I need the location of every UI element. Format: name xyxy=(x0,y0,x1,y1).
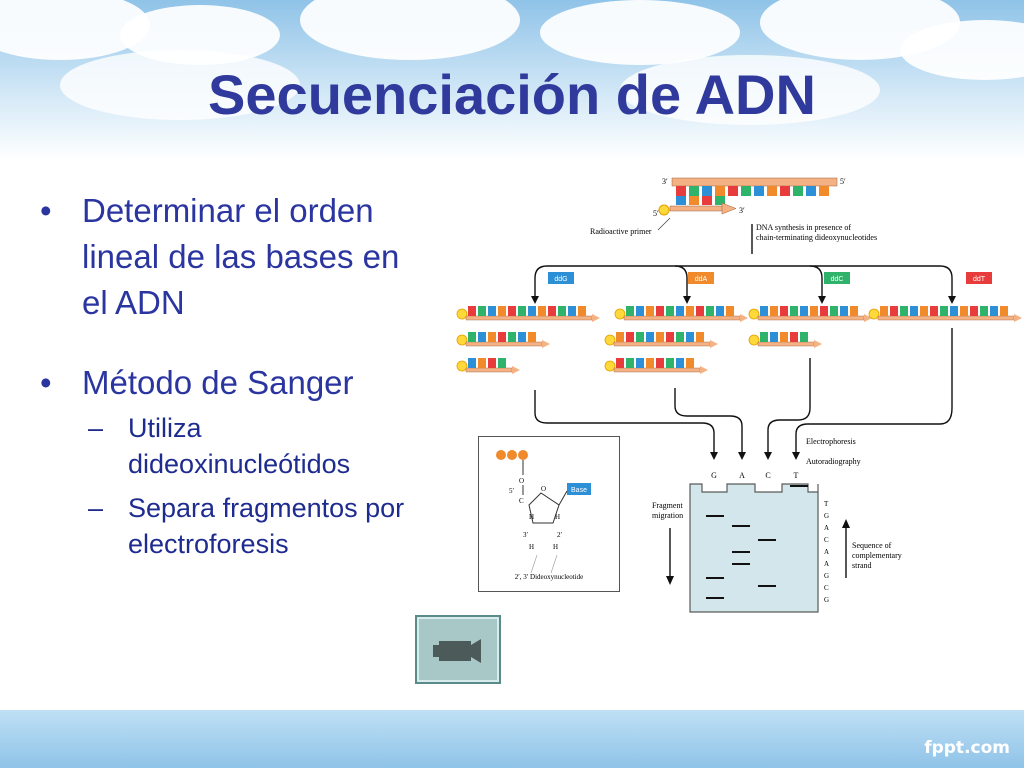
radioactive-primer-label: Radioactive primer xyxy=(590,227,652,236)
fragment-migration-label: migration xyxy=(652,511,683,520)
slide-title: Secuenciación de ADN xyxy=(208,63,816,126)
arrow-heads xyxy=(531,296,956,304)
footer-band: fppt.com xyxy=(0,710,1024,768)
bullet-dot-icon: • xyxy=(40,192,52,229)
svg-text:ddG: ddG xyxy=(554,276,567,283)
template-strand: 3′ 5′ 5′ 3′ Radioactive primer xyxy=(590,177,846,236)
bullet-dot-icon: • xyxy=(40,364,52,401)
fragment xyxy=(868,306,1022,322)
video-button[interactable] xyxy=(415,615,501,684)
svg-text:5′: 5′ xyxy=(509,487,515,495)
branch-arrows xyxy=(534,224,953,298)
svg-text:3′: 3′ xyxy=(662,177,668,186)
sanger-diagram: 3′ 5′ 5′ 3′ Radioactive primer DNA synth… xyxy=(456,177,1022,613)
fragment-migration-label: Fragment xyxy=(652,501,683,510)
dash-icon: – xyxy=(88,493,104,523)
sequence-letter: T xyxy=(824,500,829,508)
sub-bullet-item: – Utiliza dideoxinucleótidos xyxy=(40,410,420,482)
gel-arrows xyxy=(534,328,953,454)
sub-bullet-text: Utiliza dideoxinucleótidos xyxy=(128,413,351,479)
svg-text:5′: 5′ xyxy=(653,209,659,218)
sequence-letter: G xyxy=(824,596,829,604)
svg-text:G: G xyxy=(711,471,717,480)
svg-text:ddT: ddT xyxy=(973,276,986,283)
fragment xyxy=(604,332,718,348)
svg-text:C: C xyxy=(765,471,770,480)
up-arrow-icon xyxy=(842,519,850,528)
svg-text:3′: 3′ xyxy=(523,531,529,539)
sequence-label: complementary xyxy=(852,551,902,560)
autoradiography-label: Autoradiography xyxy=(806,457,861,466)
sequence-letter: A xyxy=(824,524,829,532)
bullet-item: • Determinar el orden lineal de las base… xyxy=(40,188,420,326)
radioactive-star-icon xyxy=(658,204,670,216)
svg-text:H: H xyxy=(553,543,558,551)
svg-text:H: H xyxy=(529,513,534,521)
bullet-item: • Método de Sanger xyxy=(40,360,420,406)
dash-icon: – xyxy=(88,413,104,443)
svg-text:T: T xyxy=(794,471,799,480)
fragment xyxy=(456,332,550,348)
svg-text:A: A xyxy=(739,471,745,480)
reagent-boxes: ddG ddA ddC ddT xyxy=(548,272,992,284)
sub-bullet-text: Separa fragmentos por electroforesis xyxy=(128,493,405,559)
sequence-label: strand xyxy=(852,561,872,570)
brand-label: fppt.com xyxy=(924,738,1010,758)
gel: G A C T xyxy=(689,471,819,613)
down-arrow-icon xyxy=(666,576,674,585)
bullet-text: Determinar el orden lineal de las bases … xyxy=(82,192,400,321)
svg-text:3′: 3′ xyxy=(739,206,745,215)
svg-text:O: O xyxy=(519,477,524,485)
fragment xyxy=(456,306,600,322)
fragment xyxy=(748,332,822,348)
fragment xyxy=(604,358,708,374)
svg-text:C: C xyxy=(519,497,524,505)
svg-text:H: H xyxy=(555,513,560,521)
fragment xyxy=(456,358,520,374)
sequence-letter: G xyxy=(824,512,829,520)
phosphate-group-icon xyxy=(496,450,528,460)
sequence-label: Sequence of xyxy=(852,541,892,550)
svg-text:ddA: ddA xyxy=(695,276,708,283)
svg-text:H: H xyxy=(529,543,534,551)
sequence-letter: A xyxy=(824,548,829,556)
synthesis-label: DNA synthesis in presence of xyxy=(756,223,851,232)
sequence-letter: C xyxy=(824,536,829,544)
dideoxynucleotide-caption: 2′, 3′ Dideoxynucleotide xyxy=(515,573,584,581)
svg-text:2′: 2′ xyxy=(557,531,563,539)
synthesis-label: chain-terminating dideoxynucleotides xyxy=(756,233,877,242)
sequence-letter: A xyxy=(824,560,829,568)
dideoxynucleotide-inset: O 5′ C O Base 3′ 2′ H H H H 2′, 3′ Dideo… xyxy=(478,436,620,592)
sub-bullet-item: – Separa fragmentos por electroforesis xyxy=(40,490,420,562)
sequence-letter: G xyxy=(824,572,829,580)
fragment xyxy=(748,306,872,322)
fragment xyxy=(614,306,748,322)
bullet-text: Método de Sanger xyxy=(82,364,354,401)
electrophoresis-label: Electrophoresis xyxy=(806,437,856,446)
sky-background xyxy=(0,0,1024,160)
svg-text:ddC: ddC xyxy=(831,276,844,283)
svg-text:O: O xyxy=(541,485,546,493)
movie-camera-icon xyxy=(433,639,481,663)
fragment-strands xyxy=(456,306,1022,374)
sequence-letter: C xyxy=(824,584,829,592)
svg-text:5′: 5′ xyxy=(840,177,846,186)
bullet-list: • Determinar el orden lineal de las base… xyxy=(40,188,420,562)
base-label: Base xyxy=(571,487,587,494)
